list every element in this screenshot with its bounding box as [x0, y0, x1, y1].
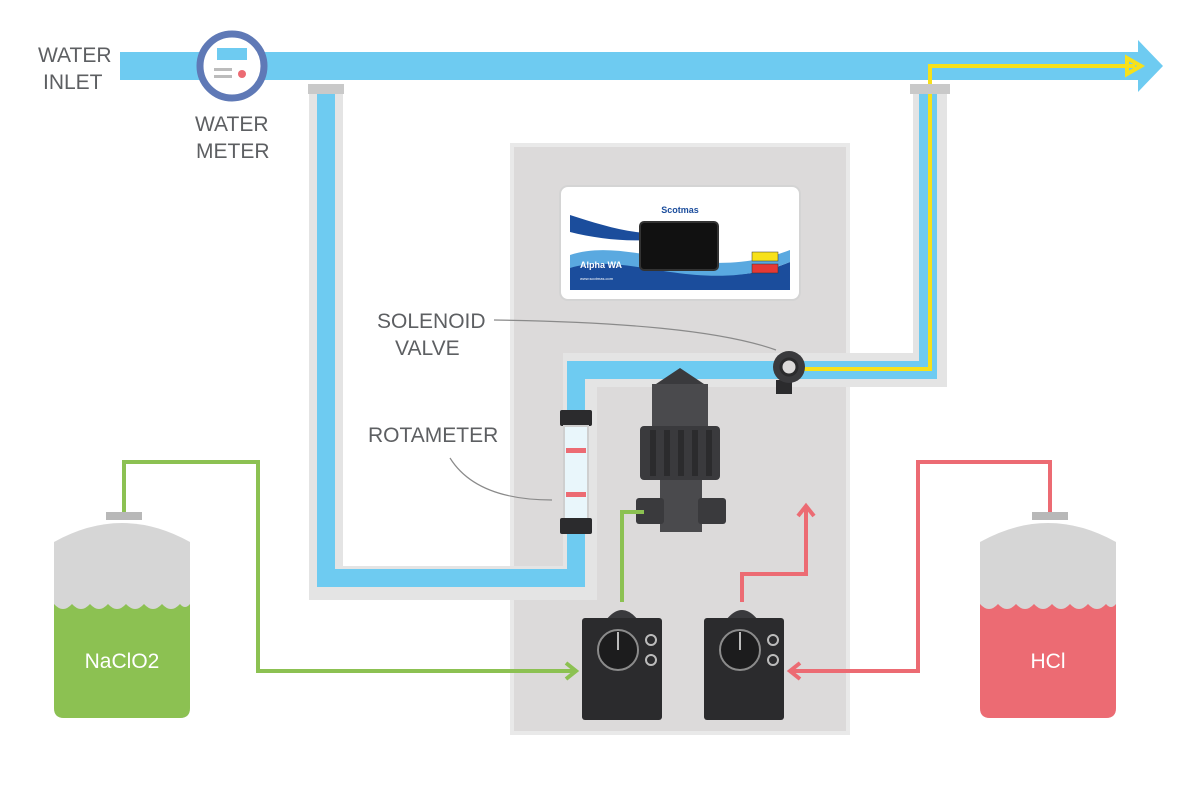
solenoid-leader-line	[493, 319, 777, 351]
solenoid-valve[interactable]	[773, 351, 805, 394]
controller-website: www.scotmas.com	[580, 276, 614, 281]
chlorite-tank-label: NaClO2	[85, 650, 160, 673]
acid-feed-line	[740, 460, 1052, 681]
water-inlet-label: INLET	[43, 71, 103, 94]
chlorite-tank	[54, 512, 190, 718]
solenoid-valve-label: SOLENOID	[377, 310, 486, 333]
acid-tank-label: HCl	[1031, 650, 1066, 673]
water-meter-display	[217, 48, 247, 60]
water-meter	[196, 30, 268, 102]
chlorite-feed-line	[122, 460, 644, 681]
water-bypass-pipe	[308, 84, 760, 600]
controller-touchscreen[interactable]	[639, 221, 719, 271]
warning-sticker-icon	[751, 251, 779, 262]
warning-sticker-icon	[751, 263, 779, 274]
acid-tank	[980, 512, 1116, 718]
water-meter-label: WATER	[195, 113, 269, 136]
solenoid-valve-label: VALVE	[395, 337, 460, 360]
rotameter	[560, 410, 592, 534]
chlorite-dosing-pump[interactable]	[582, 610, 662, 720]
controller-unit: Scotmas Alpha WA www.scotmas.com	[559, 185, 801, 301]
water-meter-label: METER	[196, 140, 270, 163]
rotameter-leader-line	[449, 457, 553, 501]
reactor-column	[636, 368, 726, 532]
controller-model: Alpha WA	[580, 260, 622, 270]
controller-brand: Scotmas	[661, 205, 699, 215]
water-inlet-label: WATER	[38, 44, 112, 67]
acid-dosing-pump[interactable]	[704, 610, 784, 720]
treated-flow-arrow	[1125, 54, 1146, 78]
rotameter-label: ROTAMETER	[368, 424, 498, 447]
